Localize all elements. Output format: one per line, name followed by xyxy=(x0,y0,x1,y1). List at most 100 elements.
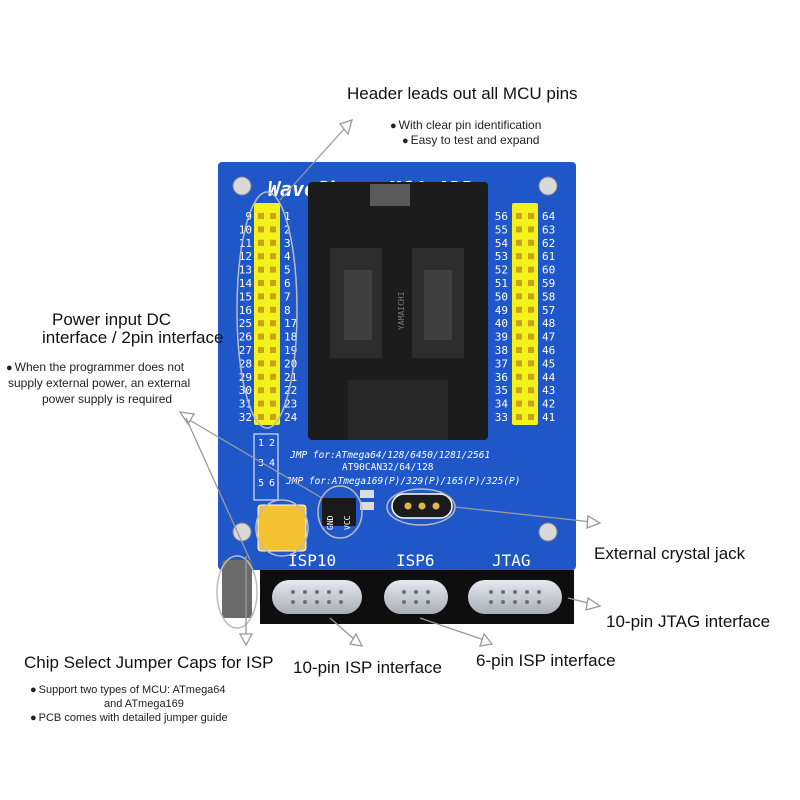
header-pin xyxy=(528,266,534,273)
header-pin xyxy=(258,320,264,327)
pin-number: 37 xyxy=(495,357,508,370)
isp6-connector xyxy=(374,570,456,624)
header-pin xyxy=(528,253,534,260)
pin-number: 42 xyxy=(542,398,555,411)
connector-pin xyxy=(426,600,430,604)
connector-pin xyxy=(315,600,319,604)
header-pin xyxy=(270,320,276,327)
pin-number: 55 xyxy=(495,223,508,236)
connector-pin xyxy=(513,600,517,604)
pin-number: 14 xyxy=(239,277,253,290)
connector-pin xyxy=(414,600,418,604)
callout-isp10-title: 10-pin ISP interface xyxy=(293,658,442,677)
header-pin xyxy=(258,414,264,420)
pin-number: 5 xyxy=(284,264,291,277)
pin-number: 52 xyxy=(495,264,508,277)
pin-number: 51 xyxy=(495,277,508,290)
header-pin xyxy=(528,400,534,407)
pin-number: 13 xyxy=(239,264,252,277)
header-pin xyxy=(528,347,534,353)
pin-number: 62 xyxy=(542,237,555,250)
header-pin xyxy=(528,213,534,219)
header-pin xyxy=(258,266,264,273)
callout-jumper-bullet-line-2: and ATmega169 xyxy=(104,698,184,710)
pin-number: 17 xyxy=(284,317,297,330)
pin-number: 33 xyxy=(495,411,508,424)
callout-power-bullet-line-3: power supply is required xyxy=(42,392,173,406)
callout-crystal-title: External crystal jack xyxy=(594,544,746,563)
jumper-number: 6 xyxy=(269,478,275,489)
header-pin xyxy=(270,213,276,219)
header-pin xyxy=(516,400,522,407)
connector-pin xyxy=(525,590,529,594)
header-pin xyxy=(270,280,276,286)
callout-jumper-bullet-line-1: ●Support two types of MCU: ATmega64 xyxy=(30,684,226,696)
power-header: GND VCC xyxy=(322,498,356,530)
header-pin xyxy=(258,280,264,286)
header-pin xyxy=(516,253,522,260)
header-pin xyxy=(270,333,276,340)
header-pin xyxy=(516,347,522,353)
header-pin xyxy=(270,253,276,260)
pin-number: 63 xyxy=(542,223,555,236)
pin-number: 25 xyxy=(239,317,252,330)
header-pin xyxy=(516,239,522,246)
pin-number: 36 xyxy=(495,371,508,384)
connector-pin xyxy=(291,590,295,594)
jmp-text-2: AT90CAN32/64/128 xyxy=(342,462,434,473)
bullet-dot-icon: ● xyxy=(6,362,13,374)
pin-number: 54 xyxy=(495,237,509,250)
connector-pin xyxy=(426,590,430,594)
pin-number: 7 xyxy=(284,290,291,303)
pin-number: 6 xyxy=(284,277,291,290)
socket-brand: YAMAICHI xyxy=(397,291,406,330)
crystal-jack xyxy=(391,493,453,519)
pin-number: 45 xyxy=(542,357,555,370)
callout-power-title-1: Power input DC xyxy=(52,310,172,329)
jumper-caps xyxy=(257,504,307,552)
pin-number: 18 xyxy=(284,331,297,344)
header-pin xyxy=(270,306,276,313)
pin-number: 15 xyxy=(239,290,252,303)
header-pin xyxy=(270,400,276,407)
header-pin xyxy=(528,360,534,367)
pin-number: 26 xyxy=(239,331,252,344)
connector-pin xyxy=(327,590,331,594)
bullet-text: With clear pin identification xyxy=(398,118,542,132)
pin-number: 44 xyxy=(542,371,556,384)
connector-pin xyxy=(537,590,541,594)
mounting-hole-icon xyxy=(538,176,558,196)
header-pin xyxy=(258,213,264,219)
header-pin xyxy=(258,306,264,313)
header-pin xyxy=(528,280,534,286)
connector-pin xyxy=(489,590,493,594)
bullet-text: Easy to test and expand xyxy=(410,133,540,147)
pin-number: 28 xyxy=(239,357,252,370)
connector-pin xyxy=(339,590,343,594)
header-pin xyxy=(528,373,534,380)
pin-number: 39 xyxy=(495,331,508,344)
bullet-text: PCB comes with detailed jumper guide xyxy=(38,712,228,724)
mcu-socket: YAMAICHI xyxy=(308,182,488,440)
header-pin xyxy=(258,253,264,260)
header-pin xyxy=(516,373,522,380)
pin-number: 27 xyxy=(239,344,252,357)
connector-pin xyxy=(303,590,307,594)
callout-ellipse xyxy=(236,191,298,429)
header-pin xyxy=(516,306,522,313)
pin-number: 56 xyxy=(495,210,508,223)
jmp-text-3: JMP for:ATmega169(P)/329(P)/165(P)/325(P… xyxy=(285,476,521,487)
bullet-dot-icon: ● xyxy=(30,712,37,724)
jumper-number: 3 xyxy=(258,458,264,469)
header-pin xyxy=(528,387,534,394)
jtag-connector xyxy=(456,570,574,624)
connector-pin xyxy=(327,600,331,604)
header-pin xyxy=(270,373,276,380)
header-pin xyxy=(516,414,522,420)
header-pin xyxy=(528,226,534,233)
jumper-number: 1 xyxy=(258,438,264,449)
header-pin xyxy=(258,226,264,233)
connector-pin xyxy=(303,600,307,604)
